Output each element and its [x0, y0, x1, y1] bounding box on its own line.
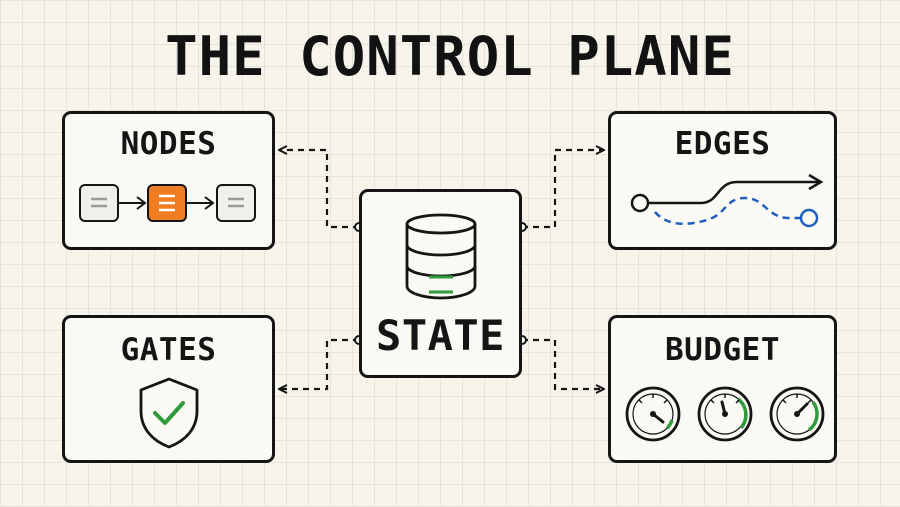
connector-state-to-edges	[522, 150, 603, 229]
gauge-icon	[625, 386, 681, 442]
connector-state-to-gates	[280, 338, 359, 389]
gates-box: GATES	[62, 315, 275, 463]
connector-state-to-nodes	[280, 150, 359, 229]
nodes-box: NODES	[62, 111, 275, 250]
budget-box: BUDGET	[608, 315, 837, 463]
edges-label: EDGES	[674, 126, 771, 162]
page-title: THE CONTROL PLANE	[165, 25, 735, 88]
connector-state-to-budget	[522, 338, 603, 389]
state-box: STATE	[359, 189, 522, 378]
nodes-label: NODES	[120, 126, 217, 162]
state-label: STATE	[376, 311, 505, 360]
database-icon	[405, 213, 477, 300]
gauge-icon	[769, 386, 825, 442]
node-chain-icon	[79, 184, 256, 222]
gates-label: GATES	[120, 332, 217, 368]
gauge-icon	[697, 386, 753, 442]
gauge-icon	[625, 386, 825, 442]
edges-box: EDGES	[608, 111, 837, 250]
shield-check-icon	[139, 377, 199, 449]
budget-label: BUDGET	[665, 332, 780, 368]
branching-path-icon	[630, 173, 824, 228]
